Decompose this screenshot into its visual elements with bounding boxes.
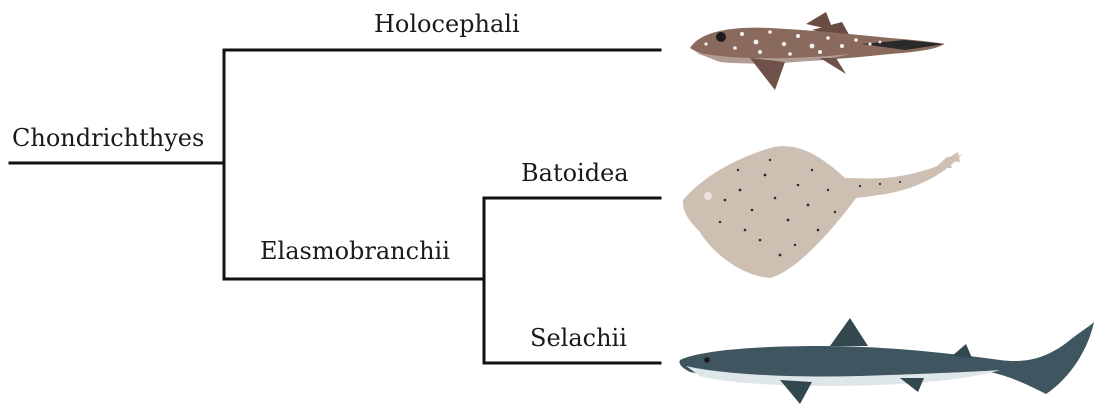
label-chondrichthyes: Chondrichthyes [12, 124, 204, 152]
label-batoidea: Batoidea [521, 159, 629, 187]
label-elasmobranchii: Elasmobranchii [260, 237, 450, 265]
chimaera-illustration [690, 12, 945, 90]
label-holocephali: Holocephali [374, 10, 520, 38]
label-selachii: Selachii [530, 324, 627, 352]
tree-lines [10, 50, 660, 363]
ray-illustration [683, 146, 962, 278]
shark-illustration [679, 318, 1094, 404]
